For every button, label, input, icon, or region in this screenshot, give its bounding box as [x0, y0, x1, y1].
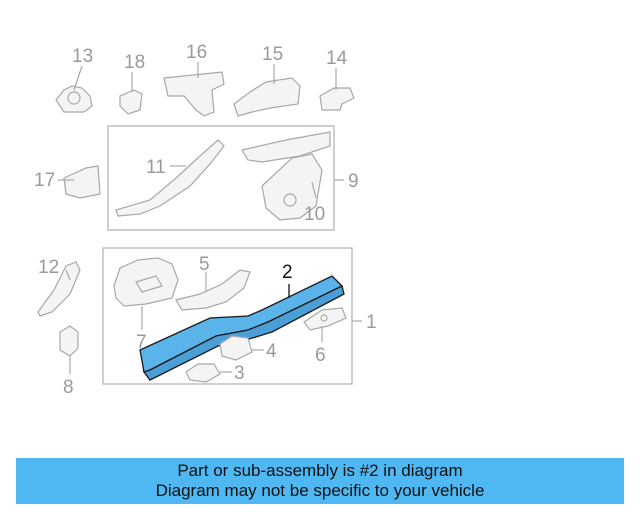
- callout-15: 15: [262, 44, 283, 65]
- part-16[interactable]: 16: [163, 42, 225, 117]
- part-14[interactable]: 14: [319, 48, 355, 111]
- caption-line-1: Part or sub-assembly is #2 in diagram: [177, 461, 463, 480]
- part-7[interactable]: 7: [113, 257, 179, 353]
- callout-16: 16: [186, 42, 207, 63]
- part-10[interactable]: 10: [261, 153, 325, 225]
- callout-12: 12: [38, 257, 59, 278]
- part-15[interactable]: 15: [233, 44, 301, 117]
- callout-17: 17: [34, 170, 55, 191]
- group-box-lower: [102, 247, 353, 385]
- caption-banner: Part or sub-assembly is #2 in diagram Di…: [16, 458, 624, 504]
- callout-1: 1: [366, 312, 377, 333]
- part-18[interactable]: 18: [119, 52, 145, 115]
- part-17[interactable]: 17: [34, 165, 101, 199]
- part-3[interactable]: 3: [185, 363, 245, 384]
- part-1[interactable]: 1: [352, 312, 377, 333]
- part-8[interactable]: 8: [59, 325, 79, 398]
- callout-14: 14: [326, 48, 348, 69]
- callout-7: 7: [136, 332, 147, 353]
- callout-11: 11: [146, 157, 166, 178]
- callout-13: 13: [72, 46, 93, 67]
- part-9[interactable]: 9: [241, 131, 359, 192]
- caption-line-2: Diagram may not be specific to your vehi…: [155, 481, 485, 500]
- part-11[interactable]: 11: [115, 139, 225, 217]
- callout-6: 6: [315, 345, 326, 366]
- callout-8: 8: [63, 377, 74, 398]
- callout-3: 3: [234, 363, 245, 384]
- callout-10: 10: [304, 204, 325, 225]
- part-12[interactable]: 12: [37, 257, 81, 317]
- callout-18: 18: [124, 52, 145, 73]
- part-4[interactable]: 4: [219, 335, 277, 362]
- group-box-upper: [107, 125, 335, 231]
- parts-diagram: 13 18 16 15 14 17 11 9: [34, 42, 377, 398]
- part-5[interactable]: 5: [175, 254, 251, 311]
- callout-2: 2: [282, 262, 293, 283]
- part-13[interactable]: 13: [55, 46, 93, 113]
- callout-4: 4: [266, 341, 277, 362]
- part-2[interactable]: 2: [139, 262, 345, 381]
- part-6[interactable]: 6: [303, 307, 347, 366]
- callout-5: 5: [199, 254, 210, 275]
- callout-9: 9: [348, 171, 359, 192]
